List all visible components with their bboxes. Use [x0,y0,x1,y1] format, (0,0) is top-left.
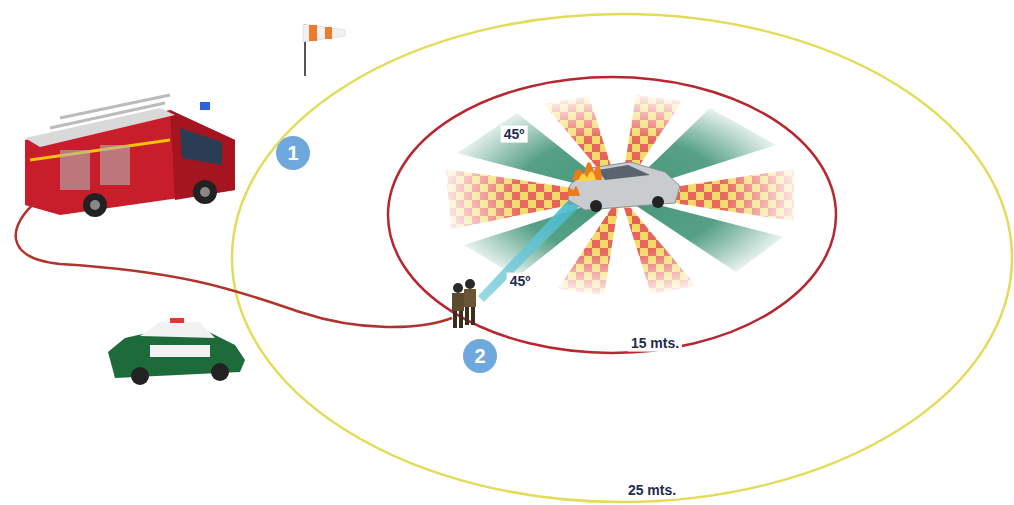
police-car [108,318,245,385]
outer-zone [232,14,1012,502]
danger-wedges [446,95,794,295]
fire-truck [25,95,235,217]
callout-text: 1 [287,143,298,163]
water-jet [478,192,586,302]
callout-number: 1 [276,136,310,170]
windsock [303,24,345,76]
fire-hose [16,200,452,327]
inner-zone [388,77,836,353]
callout-number: 2 [463,339,497,373]
distance-label: 15 mts. [628,335,682,352]
angle-label: 45º [501,126,528,143]
angle-label: 45º [507,273,534,290]
callout-text: 2 [474,346,485,366]
firefighters [452,279,476,328]
distance-label: 25 mts. [625,482,679,499]
burning-car [568,162,680,212]
